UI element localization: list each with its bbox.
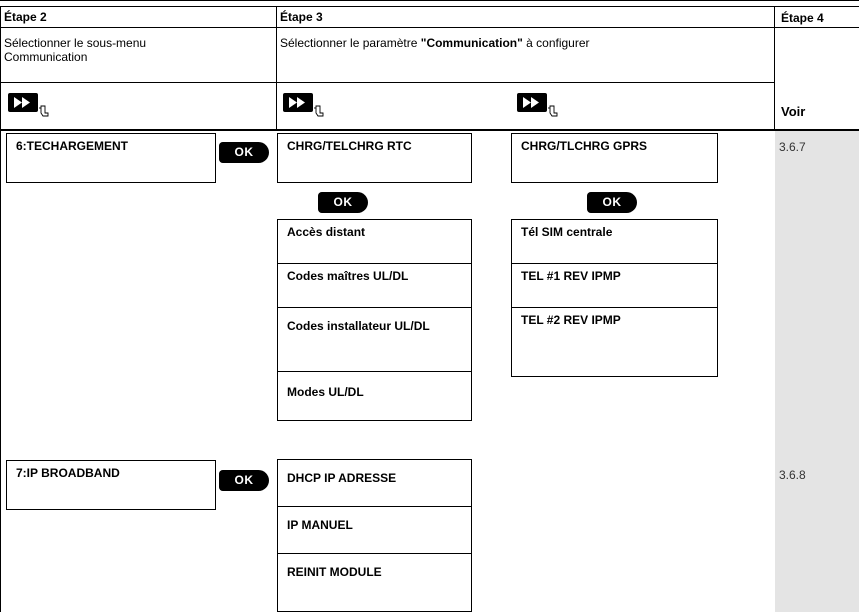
header-bottom-border [0, 27, 859, 28]
menu-screen-ip-broadband: 7:IP BROADBAND [6, 460, 216, 510]
table-top-border [0, 0, 859, 1]
hand-pointer-icon [314, 105, 324, 117]
header-top-border [0, 6, 859, 7]
step3-instruction-suffix: à configurer [522, 36, 590, 50]
reference-3-6-8: 3.6.8 [779, 468, 806, 482]
icon-row-bottom-border [0, 129, 859, 131]
ok-button-icon: OK [219, 470, 269, 491]
option-screen-codes-installateur: Codes installateur UL/DL [277, 307, 472, 372]
see-label: Voir [781, 104, 806, 119]
step2-instruction-line1: Sélectionner le sous-menu [4, 36, 147, 50]
option-screen-dhcp-ip-adresse: DHCP IP ADRESSE [277, 459, 472, 507]
step3-instruction-param: "Communication" [420, 36, 523, 50]
ok-button-icon: OK [587, 192, 637, 213]
option-screen-tel-2-rev-ipmp: TEL #2 REV IPMP [511, 307, 718, 377]
option-screen-modes-ul-dl: Modes UL/DL [277, 371, 472, 421]
step2-instruction: Sélectionner le sous-menu Communication [4, 36, 146, 64]
step2-instruction-line2: Communication [4, 50, 88, 64]
next-button-icon [517, 93, 561, 118]
submenu-screen-chrg-tlchrg-gprs: CHRG/TLCHRG GPRS [511, 133, 718, 183]
menu-screen-techargement: 6:TECHARGEMENT [6, 133, 216, 183]
step2-header: Étape 2 [4, 10, 47, 24]
description-bottom-border [0, 82, 775, 83]
step3-instruction-prefix: Sélectionner le paramètre [280, 36, 421, 50]
next-button-icon [283, 93, 327, 118]
column-divider-3-4 [774, 6, 775, 130]
column-divider-2-3 [276, 6, 277, 130]
hand-pointer-icon [39, 105, 49, 117]
ok-button-icon: OK [219, 142, 269, 163]
option-screen-tel-1-rev-ipmp: TEL #1 REV IPMP [511, 263, 718, 308]
table-left-border [0, 6, 1, 612]
option-screen-acces-distant: Accès distant [277, 219, 472, 264]
reference-column [775, 130, 859, 612]
step3-header: Étape 3 [280, 10, 323, 24]
step4-header: Étape 4 [781, 11, 824, 25]
submenu-screen-chrg-telchrg-rtc: CHRG/TELCHRG RTC [277, 133, 472, 183]
step3-instruction: Sélectionner le paramètre "Communication… [280, 36, 590, 50]
option-screen-tel-sim-centrale: Tél SIM centrale [511, 219, 718, 264]
reference-3-6-7: 3.6.7 [779, 140, 806, 154]
option-screen-ip-manuel: IP MANUEL [277, 506, 472, 554]
option-screen-reinit-module: REINIT MODULE [277, 553, 472, 612]
option-screen-codes-maitres: Codes maîtres UL/DL [277, 263, 472, 308]
hand-pointer-icon [548, 105, 558, 117]
next-button-icon [8, 93, 52, 118]
ok-button-icon: OK [318, 192, 368, 213]
